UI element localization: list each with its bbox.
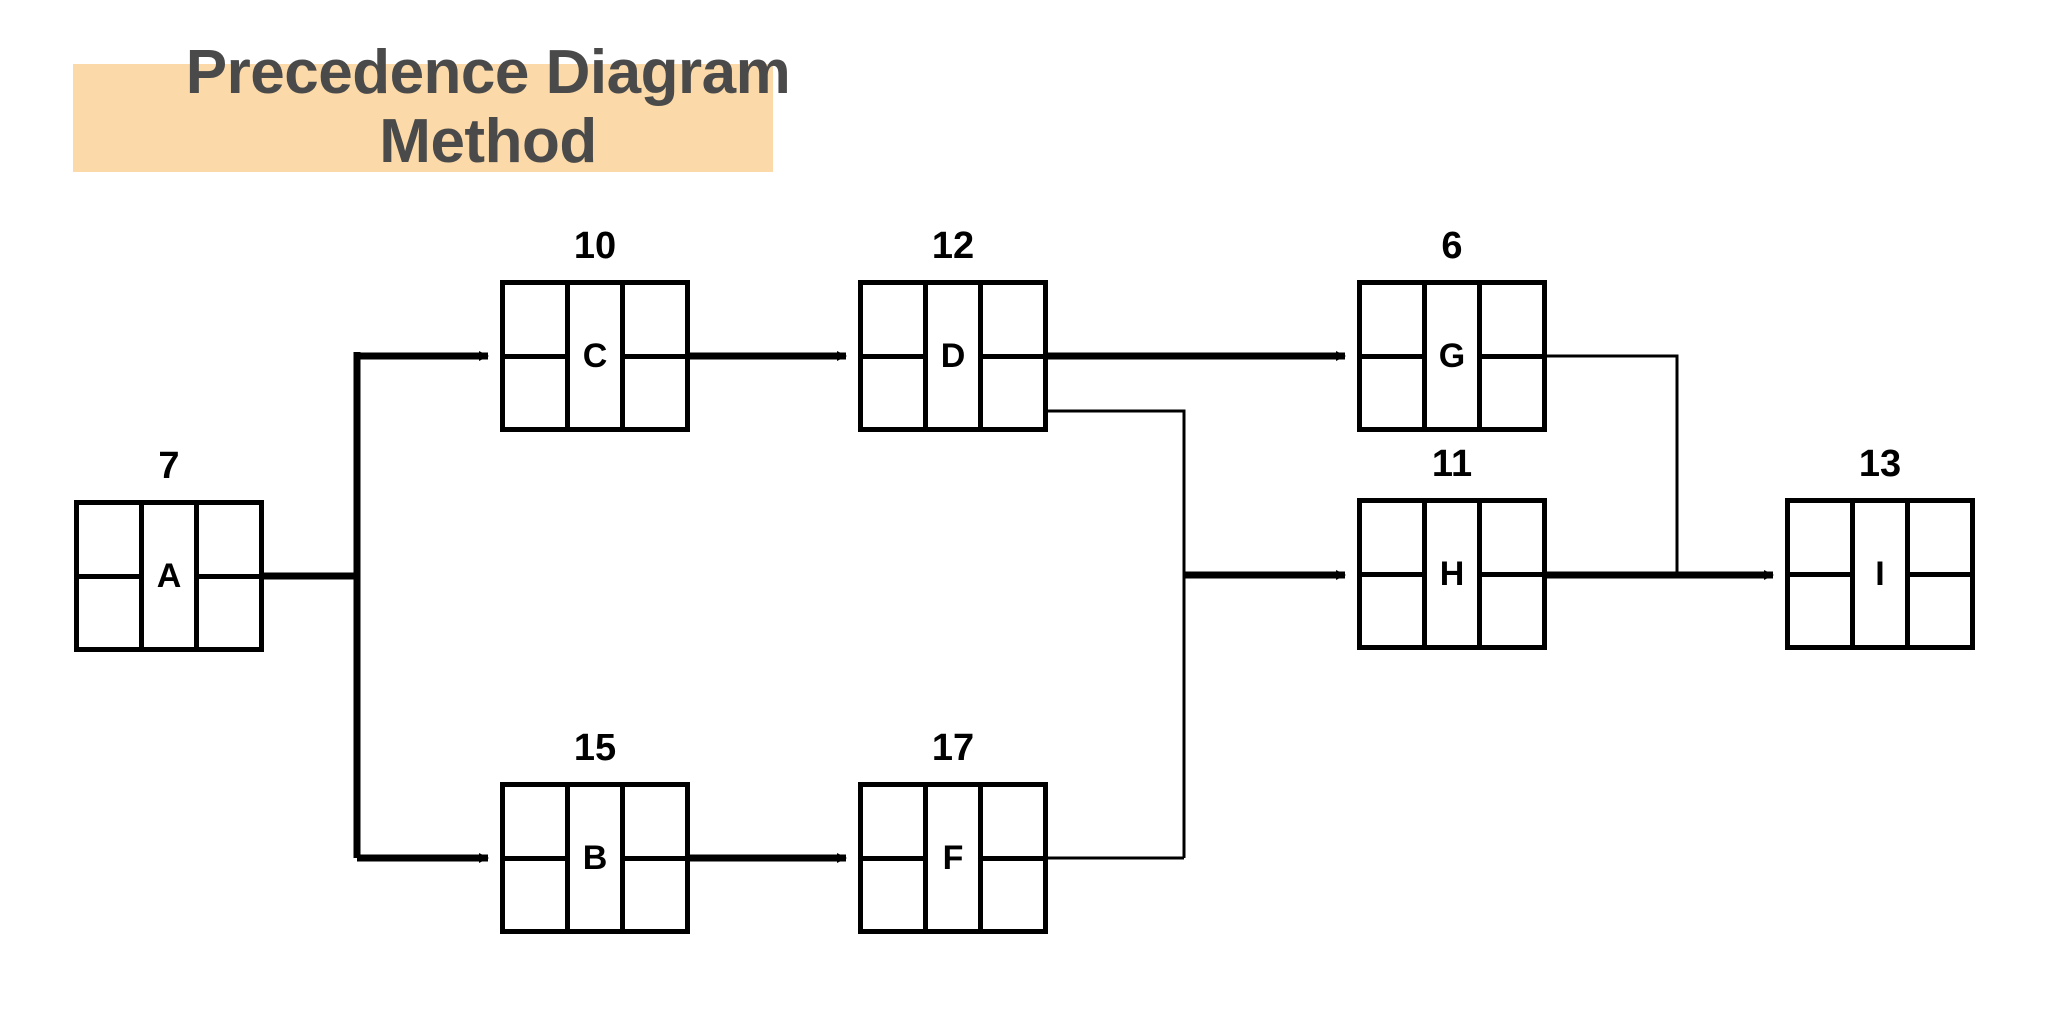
node-h-early-finish <box>1362 577 1422 646</box>
node-c-late-start <box>624 285 685 359</box>
node-d-late-start <box>982 285 1043 359</box>
node-h-early-cells <box>1362 503 1422 645</box>
node-h[interactable]: H <box>1357 498 1547 650</box>
node-f[interactable]: F <box>858 782 1048 934</box>
node-i-late-start <box>1909 503 1970 577</box>
node-h-late-start <box>1481 503 1542 577</box>
node-f-early-cells <box>863 787 923 929</box>
node-b-late-start <box>624 787 685 861</box>
node-f-late-start <box>982 787 1043 861</box>
page-title: Precedence Diagram Method <box>185 38 791 177</box>
node-duration-f: 17 <box>931 727 975 769</box>
node-g-late-finish <box>1482 359 1542 428</box>
node-duration-d: 12 <box>931 225 975 267</box>
node-d-label: D <box>922 285 983 427</box>
node-i[interactable]: I <box>1785 498 1975 650</box>
node-c-early-finish <box>505 359 565 428</box>
node-h-early-start <box>1362 503 1422 577</box>
node-duration-i: 13 <box>1858 443 1902 485</box>
node-b[interactable]: B <box>500 782 690 934</box>
node-h-label: H <box>1421 503 1482 645</box>
node-i-late-cells <box>1909 503 1970 646</box>
node-duration-h: 11 <box>1431 443 1473 485</box>
node-d[interactable]: D <box>858 280 1048 432</box>
node-duration-b: 15 <box>573 727 617 769</box>
node-a-early-finish <box>79 579 139 648</box>
node-b-late-cells <box>624 787 685 930</box>
node-a-late-start <box>198 505 259 579</box>
node-duration-a: 7 <box>158 445 180 487</box>
node-i-late-finish <box>1910 577 1970 646</box>
node-g-label: G <box>1421 285 1482 427</box>
node-f-late-finish <box>983 861 1043 930</box>
node-g-late-cells <box>1481 285 1542 428</box>
node-duration-g: 6 <box>1441 225 1463 267</box>
node-i-label: I <box>1849 503 1910 645</box>
node-f-early-start <box>863 787 923 861</box>
node-duration-c: 10 <box>573 225 617 267</box>
node-b-label: B <box>564 787 625 929</box>
node-d-early-start <box>863 285 923 359</box>
node-i-early-start <box>1790 503 1850 577</box>
node-c-label: C <box>564 285 625 427</box>
node-f-early-finish <box>863 861 923 930</box>
node-c-early-cells <box>505 285 565 427</box>
node-g-late-start <box>1481 285 1542 359</box>
node-h-late-finish <box>1482 577 1542 646</box>
title-highlight-band <box>73 64 773 172</box>
node-d-late-cells <box>982 285 1043 428</box>
edge-d-to-h <box>1048 409 1186 858</box>
edge-g-to-i <box>1547 354 1679 575</box>
node-g-early-finish <box>1362 359 1422 428</box>
node-d-early-finish <box>863 359 923 428</box>
node-c-late-finish <box>625 359 685 428</box>
node-h-late-cells <box>1481 503 1542 646</box>
node-b-late-finish <box>625 861 685 930</box>
node-b-early-cells <box>505 787 565 929</box>
node-a-early-start <box>79 505 139 579</box>
node-c-late-cells <box>624 285 685 428</box>
node-a-early-cells <box>79 505 139 647</box>
node-d-late-finish <box>983 359 1043 428</box>
node-b-early-start <box>505 787 565 861</box>
node-g-early-start <box>1362 285 1422 359</box>
node-a[interactable]: A <box>74 500 264 652</box>
node-b-early-finish <box>505 861 565 930</box>
node-c-early-start <box>505 285 565 359</box>
node-f-late-cells <box>982 787 1043 930</box>
node-f-label: F <box>922 787 983 929</box>
node-a-late-cells <box>198 505 259 648</box>
node-i-early-cells <box>1790 503 1850 645</box>
node-c[interactable]: C <box>500 280 690 432</box>
node-i-early-finish <box>1790 577 1850 646</box>
node-d-early-cells <box>863 285 923 427</box>
node-a-late-finish <box>199 579 259 648</box>
node-g-early-cells <box>1362 285 1422 427</box>
node-a-label: A <box>138 505 199 647</box>
edge-a-split <box>264 352 361 858</box>
node-g[interactable]: G <box>1357 280 1547 432</box>
